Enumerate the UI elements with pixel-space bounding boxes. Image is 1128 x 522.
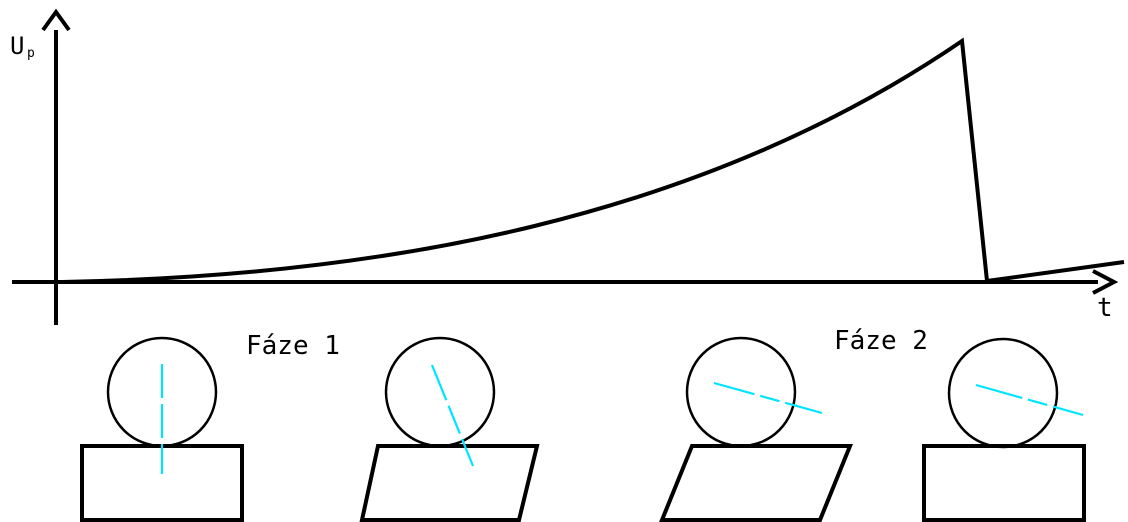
head-circle	[384, 336, 496, 448]
body-state-3	[659, 336, 853, 522]
body-state-2	[359, 336, 540, 522]
x-axis-label: t	[1097, 293, 1113, 323]
base-block	[922, 444, 1086, 522]
phase-1-label: Fáze 1	[246, 331, 340, 361]
base-block	[659, 444, 853, 522]
voltage-time-graph	[12, 8, 1125, 325]
y-axis-label-main: U	[10, 32, 24, 60]
y-axis-label-subscript: p	[27, 46, 35, 61]
axis-marker	[713, 381, 823, 415]
axis-marker	[975, 383, 1084, 417]
x-axis-arrowhead	[1092, 269, 1119, 295]
body-state-4	[922, 337, 1086, 522]
head-circle	[685, 336, 797, 448]
y-axis-arrowhead	[41, 8, 71, 32]
body-state-1	[80, 336, 244, 522]
phase-2-label: Fáze 2	[834, 326, 928, 356]
y-axis-label: U p	[10, 32, 35, 61]
axis-marker	[430, 364, 475, 467]
voltage-curve	[61, 37, 1125, 284]
base-block	[359, 444, 540, 522]
